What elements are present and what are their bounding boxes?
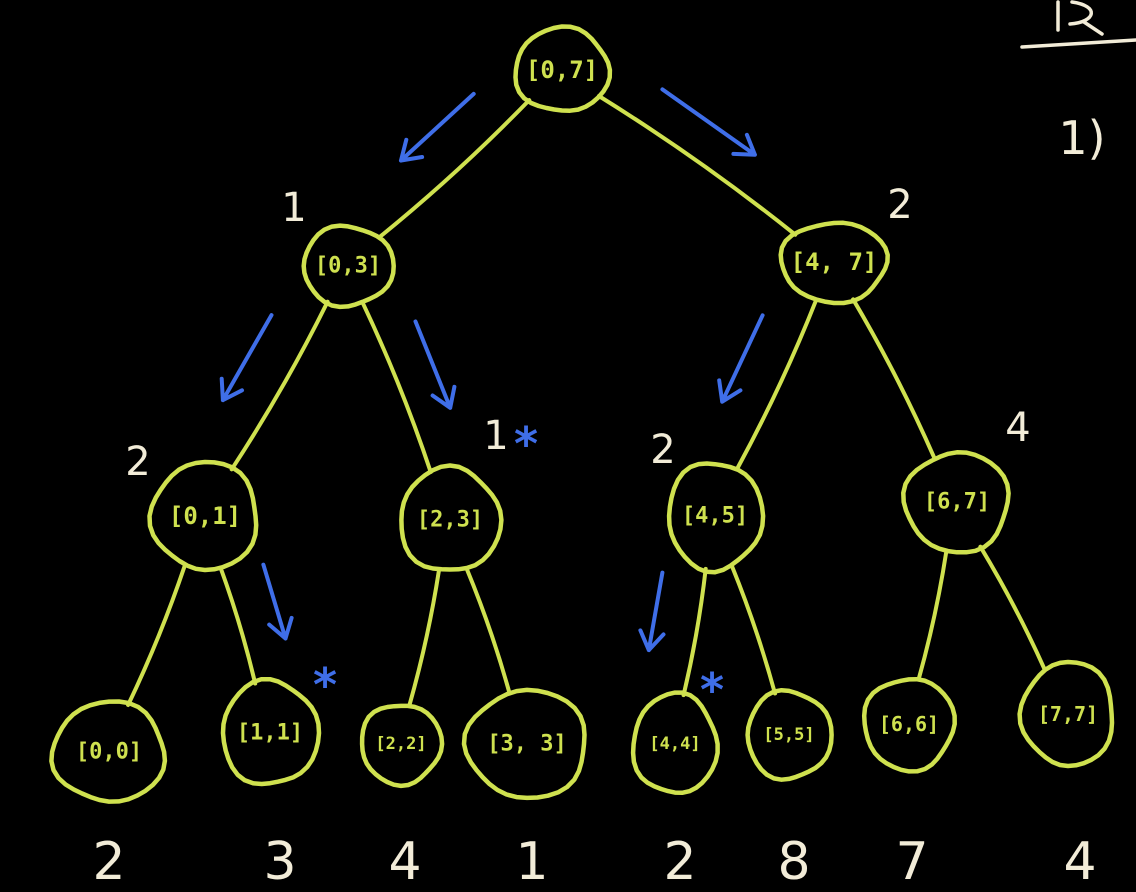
tree-node-n7: [0,0] (49, 699, 168, 804)
array-value: 4 (1063, 832, 1096, 892)
array-value: 4 (388, 832, 421, 892)
array-value: 2 (92, 832, 125, 892)
node-circle (513, 24, 613, 113)
side-note-underline (1020, 38, 1136, 49)
node-range-label: [4, 7] (791, 248, 878, 276)
traversal-arrow-n0-n2 (660, 87, 757, 157)
tree-edge-n6-n13 (916, 549, 949, 682)
tree-edge-n5-n12 (730, 564, 777, 696)
node-value-n4: 1 (483, 413, 508, 459)
tree-edge-n2-n5 (735, 297, 819, 471)
node-circle (1017, 659, 1115, 769)
node-range-label: [4,5] (682, 504, 748, 529)
node-range-label: [7,7] (1038, 702, 1098, 726)
node-circle (745, 687, 834, 782)
star-mark-n4: * (514, 417, 538, 471)
tree-nodes: [0,7] [0,3] [4, 7] [0,1] [2,3] [4,5] [6,7] [0,0… (49, 24, 1115, 804)
tree-edge-n3-n8 (218, 565, 258, 686)
tree-edge-n4-n9 (407, 568, 441, 707)
tree-edge-n6-n14 (978, 544, 1047, 672)
tree-node-n10: [3, 3] (461, 687, 587, 801)
array-values-row: 2 3 4 1 2 8 7 4 (92, 832, 1096, 892)
traversal-arrow-n1-n3 (219, 313, 274, 403)
tree-edge-n3-n7 (126, 563, 187, 707)
node-circle (399, 463, 504, 572)
node-circle (630, 690, 720, 796)
traversal-arrow-n3-n8 (261, 562, 294, 641)
tree-node-n4: [2,3] (399, 463, 504, 572)
node-circle (861, 676, 957, 774)
node-circle (901, 450, 1011, 555)
node-circle (301, 223, 396, 310)
node-range-label: [5,5] (763, 725, 814, 745)
array-value: 3 (263, 832, 296, 892)
traversal-arrow-n2-n5 (717, 313, 765, 404)
node-range-label: [4,4] (649, 734, 700, 754)
node-value-n3: 2 (125, 439, 150, 485)
node-value-n6: 4 (1005, 405, 1030, 451)
array-value: 1 (515, 832, 548, 892)
node-range-label: [0,1] (169, 502, 241, 530)
node-range-label: [0,7] (526, 56, 598, 84)
array-value: 8 (777, 832, 810, 892)
node-range-label: [3, 3] (487, 732, 566, 757)
traversal-arrows (219, 87, 765, 653)
star-mark-n8: * (313, 658, 337, 712)
node-circle (778, 220, 890, 306)
star-mark-n11: * (700, 663, 724, 717)
tree-node-n2: [4, 7] (778, 220, 890, 306)
node-circle (666, 461, 766, 575)
node-range-label: [6,6] (879, 712, 939, 736)
node-value-annotations: 1 2 2 1 2 4 (125, 182, 1030, 485)
node-range-label: [6,7] (924, 490, 990, 515)
side-notes: 1) (1020, 0, 1136, 165)
node-circle (49, 699, 168, 804)
tree-node-n9: [2,2] (359, 703, 445, 789)
node-range-label: [1,1] (237, 721, 303, 746)
node-range-label: [2,2] (375, 734, 426, 754)
traversal-arrow-n5-n11 (638, 570, 666, 653)
tree-node-n3: [0,1] (147, 459, 259, 573)
node-circle (220, 676, 322, 787)
tree-node-n14: [7,7] (1017, 659, 1115, 769)
node-value-n2: 2 (887, 182, 912, 228)
tree-edge-n1-n3 (229, 299, 330, 472)
tree-node-n8: [1,1] (220, 676, 322, 787)
tree-node-n1: [0,3] (301, 223, 396, 310)
side-note-text: 1) (1058, 111, 1105, 165)
array-value: 7 (895, 832, 928, 892)
tree-node-n11: [4,4] (630, 690, 720, 796)
node-range-label: [0,0] (76, 740, 142, 765)
node-circle (147, 459, 259, 573)
tree-edge-n1-n4 (361, 301, 433, 474)
tree-node-n6: [6,7] (901, 450, 1011, 555)
tree-node-n12: [5,5] (745, 687, 834, 782)
node-circle (461, 687, 587, 801)
node-value-n1: 1 (281, 185, 306, 231)
star-marks: * * * (313, 417, 724, 717)
node-range-label: [0,3] (315, 254, 381, 279)
tree-edge-n5-n11 (681, 566, 708, 698)
tree-node-n13: [6,6] (861, 676, 957, 774)
tree-edge-n4-n10 (464, 567, 512, 695)
tree-edge-n0-n2 (596, 94, 798, 237)
tree-edge-n2-n6 (851, 297, 936, 460)
tree-edges (126, 94, 1047, 707)
side-note-fragment (1056, 0, 1104, 36)
traversal-arrow-n0-n1 (399, 91, 476, 163)
node-range-label: [2,3] (417, 508, 483, 533)
tree-node-n0: [0,7] (513, 24, 613, 113)
traversal-arrow-n1-n4 (413, 319, 457, 410)
node-circle (359, 703, 445, 789)
tree-edge-n0-n1 (377, 98, 532, 240)
array-value: 2 (663, 832, 696, 892)
tree-node-n5: [4,5] (666, 461, 766, 575)
node-value-n5: 2 (650, 427, 675, 473)
